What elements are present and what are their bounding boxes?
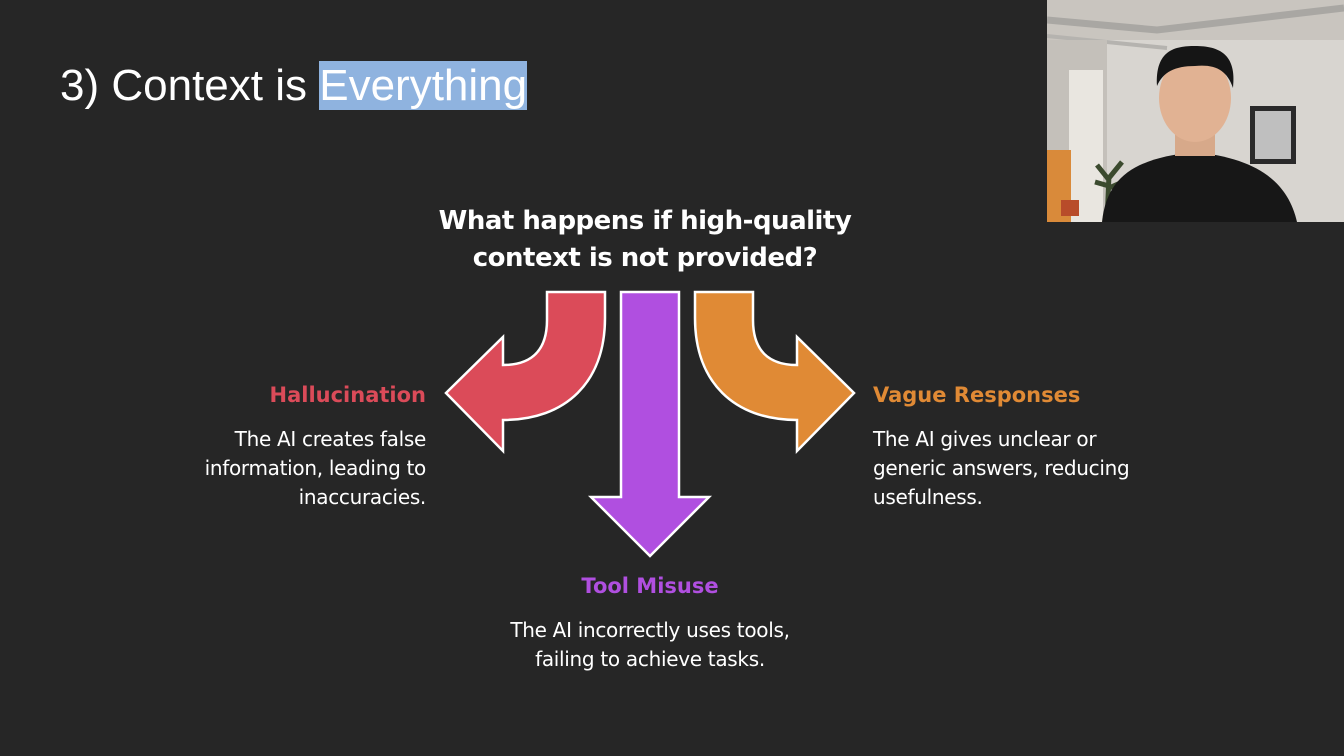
- vague-responses-line-3: usefulness.: [873, 485, 983, 509]
- presenter-webcam: [1047, 0, 1344, 222]
- slide-title-prefix: 3) Context is: [60, 61, 320, 110]
- vague-responses-heading: Vague Responses: [873, 383, 1081, 407]
- tool-misuse-heading: Tool Misuse: [581, 574, 719, 598]
- presenter-video-icon: [1047, 0, 1344, 222]
- diagram-question-line-2: context is not provided?: [472, 243, 818, 273]
- hallucination-line-2: information, leading to: [204, 456, 427, 480]
- vague-responses-arrow: [693, 290, 856, 455]
- vague-responses-line-2: generic answers, reducing: [873, 456, 1130, 480]
- tool-misuse-arrow: [587, 290, 713, 558]
- hallucination-line-3: inaccuracies.: [298, 485, 427, 509]
- diagram-question: What happens if high-quality context is …: [420, 203, 870, 277]
- hallucination-arrow: [444, 290, 607, 455]
- vague-responses-description: The AI gives unclear or generic answers,…: [873, 425, 1173, 512]
- vague-responses-line-1: The AI gives unclear or: [873, 427, 1097, 451]
- hallucination-description: The AI creates false information, leadin…: [160, 425, 427, 512]
- tool-misuse-line-2: failing to achieve tasks.: [535, 647, 765, 671]
- hallucination-heading: Hallucination: [269, 383, 426, 407]
- tool-misuse-line-1: The AI incorrectly uses tools,: [510, 618, 790, 642]
- diagram-question-line-1: What happens if high-quality: [438, 206, 852, 236]
- slide-title: 3) Context is Everything: [60, 58, 528, 114]
- hallucination-line-1: The AI creates false: [234, 427, 427, 451]
- tool-misuse-description: The AI incorrectly uses tools, failing t…: [470, 616, 830, 674]
- slide-title-highlight: Everything: [319, 61, 528, 110]
